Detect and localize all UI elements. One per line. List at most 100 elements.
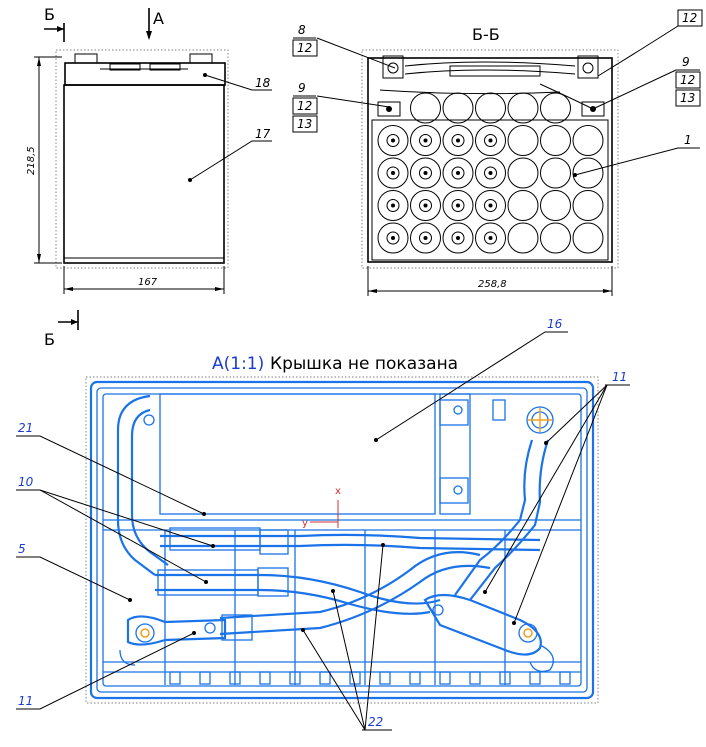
dim-height: 218,5 (26, 146, 37, 175)
svg-text:x: x (335, 486, 341, 497)
partition-bolt (169, 671, 181, 685)
cell-terminal (419, 166, 432, 180)
cell-outline (442, 157, 474, 189)
callout-8: 8 (298, 23, 306, 37)
cell-outline (572, 190, 604, 221)
cell-outline (475, 125, 506, 156)
cell-terminal (386, 166, 400, 180)
cell-outline (507, 125, 539, 156)
cell-terminal (451, 199, 465, 212)
partition-bolt (319, 671, 331, 685)
cell-dot (488, 203, 493, 208)
cell-terminal (419, 199, 432, 212)
cell-outline (377, 222, 409, 254)
cell-outline (475, 190, 506, 221)
cell-outline (507, 190, 539, 221)
view-title-prefix: А(1:1) (212, 354, 264, 374)
partition-bolt (379, 671, 391, 685)
cell-dot (456, 171, 460, 175)
partition-bolt (529, 671, 541, 685)
callout-12-b: 12 (297, 99, 312, 113)
cell-dot (391, 138, 395, 143)
partition-bolt (349, 671, 361, 685)
cell-terminal (419, 231, 432, 245)
cell-outline (572, 125, 604, 156)
section-mark-b-top: Б (44, 5, 55, 24)
callout-9-a: 9 (298, 81, 306, 95)
cell-dot (391, 236, 395, 240)
cell-dot (488, 138, 493, 143)
callout-16: 16 (547, 317, 563, 331)
cell-outline (442, 125, 474, 156)
view-title-text: Крышка не показана (270, 354, 458, 374)
plan-view: А(1:1) Крышка не показана (16, 317, 630, 731)
callout-13-b: 13 (680, 91, 695, 105)
section-view: Б-Б 8 12 9 12 13 12 (292, 9, 703, 296)
view-mark-a: А (153, 9, 164, 28)
partition-bolt (559, 671, 571, 685)
partition-bolt (289, 671, 301, 685)
cell-terminal (419, 134, 432, 147)
cell-outline (442, 92, 474, 124)
cell-outline (475, 92, 506, 124)
cell-terminal (386, 199, 400, 212)
cell-dot (423, 203, 428, 208)
dim-width-right: 258,8 (478, 279, 507, 290)
callout-12-top: 12 (682, 11, 697, 25)
cell-outline (410, 157, 441, 189)
cell-dot (456, 203, 460, 208)
cell-outline (410, 92, 441, 124)
cell-terminal (484, 199, 497, 212)
cell-outline (475, 222, 506, 254)
callout-9-b: 9 (682, 55, 690, 69)
cell-outline (540, 190, 571, 221)
partition-bolt (229, 671, 241, 685)
cell-outline (410, 125, 441, 156)
cell-outline (572, 157, 604, 189)
cell-dot (391, 171, 395, 175)
cell-outline (377, 157, 409, 189)
cell-outline (540, 157, 571, 189)
partition-bolt (439, 671, 451, 685)
partition-bolt (469, 671, 481, 685)
cell-dot (423, 171, 428, 175)
cell-dot (423, 236, 428, 240)
callout-11-a: 11 (612, 370, 627, 384)
cell-outline (540, 222, 571, 254)
cell-dot (456, 236, 460, 240)
cell-terminal (484, 166, 497, 180)
cell-outline (377, 190, 409, 221)
partition-bolt (259, 671, 271, 685)
cell-dot (423, 138, 428, 143)
cell-terminal (386, 231, 400, 245)
side-view: Б А 18 17 218,5 (26, 5, 272, 349)
cell-dot (488, 171, 493, 175)
cell-outline (475, 157, 506, 189)
callout-11-b: 11 (18, 694, 33, 708)
partition-bolt (199, 671, 211, 685)
dim-width-left: 167 (138, 277, 158, 288)
cell-outline (507, 157, 539, 189)
cell-terminal (484, 231, 497, 245)
cell-outline (377, 125, 409, 156)
cell-outline (572, 222, 604, 254)
section-title: Б-Б (472, 25, 500, 44)
cell-dot (456, 138, 460, 143)
cell-dot (488, 236, 493, 240)
cell-terminal (451, 134, 465, 147)
cell-terminal (386, 134, 400, 147)
callout-13-a: 13 (297, 117, 312, 131)
callout-1: 1 (684, 133, 692, 147)
cell-outline (507, 92, 539, 124)
cell-outline (410, 190, 441, 221)
callout-10: 10 (18, 475, 34, 489)
callout-18: 18 (255, 76, 271, 90)
callout-22: 22 (368, 715, 383, 729)
cell-outline (442, 222, 474, 254)
cell-terminal (451, 231, 465, 245)
cell-terminal (484, 134, 497, 147)
callout-21: 21 (18, 421, 33, 435)
svg-text:y: y (302, 518, 308, 529)
cell-outline (410, 222, 441, 254)
